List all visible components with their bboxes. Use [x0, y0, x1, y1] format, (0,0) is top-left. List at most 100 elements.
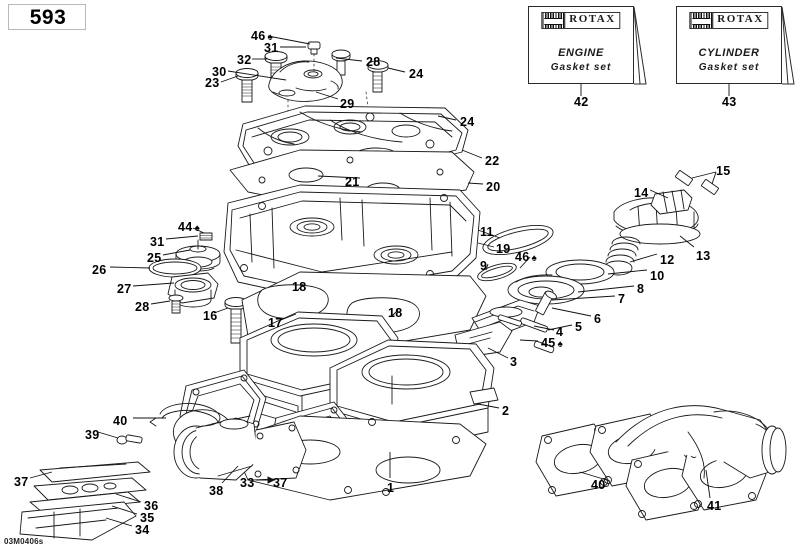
callout-37: 37 [273, 477, 288, 490]
callout-label: 7 [618, 292, 626, 306]
callout-label: 25 [147, 251, 162, 265]
engine-gasket-subtitle: Gasket set [550, 62, 612, 73]
callout-label: 28 [366, 55, 381, 69]
reference-marker-icon: ♠ [194, 223, 201, 234]
callout-5: 5 [575, 321, 582, 334]
callout-1: 1 [387, 482, 394, 495]
callout-label: 41 [707, 499, 722, 513]
callout-14: 14 [634, 187, 649, 200]
callout-24: 24 [409, 68, 424, 81]
callout-4: 4 [556, 326, 563, 339]
callout-label: 22 [485, 154, 500, 168]
callout-7: 7 [618, 293, 625, 306]
callout-16: 16 [203, 310, 218, 323]
callout-22: 22 [485, 155, 500, 168]
callout-18: 18 [292, 281, 307, 294]
callout-46: 46♠ [251, 30, 273, 43]
callout-37: 37 [14, 476, 29, 489]
callout-label: 18 [292, 280, 307, 294]
callout-label: 24 [460, 115, 475, 129]
callout-31: 31 [264, 42, 279, 55]
callout-42: 42 [574, 95, 589, 109]
callout-44: 44♠ [178, 221, 200, 234]
callout-label: 4 [556, 325, 564, 339]
engine-gasket-set-box: ROTAX ENGINE Gasket set [528, 6, 634, 84]
callout-29: 29 [340, 98, 355, 111]
callout-24: 24 [460, 116, 475, 129]
callout-39: 39 [85, 429, 100, 442]
reference-marker-icon: ♠ [557, 339, 564, 350]
callout-label: 5 [575, 320, 583, 334]
callout-8: 8 [637, 283, 644, 296]
callout-label: 27 [117, 282, 132, 296]
callout-17: 17 [268, 317, 283, 330]
callout-label: 45 [541, 336, 556, 350]
callout-6: 6 [594, 313, 601, 326]
callout-label: 35 [140, 511, 155, 525]
callout-26: 26 [92, 264, 107, 277]
callout-label: 46 [251, 29, 266, 43]
callout-23: 23 [205, 77, 220, 90]
callout-label: 37 [273, 476, 288, 490]
callout-label: 18 [388, 306, 403, 320]
callout-33: 33 [240, 477, 255, 490]
callout-18: 18 [388, 307, 403, 320]
diagram-title-box: 593 [8, 4, 86, 30]
rotax-logo-strip-2: ROTAX [689, 12, 769, 29]
callout-28: 28 [135, 301, 150, 314]
callout-10: 10 [650, 270, 665, 283]
rotax-brand-label-2: ROTAX [717, 13, 764, 25]
callout-label: 15 [716, 164, 731, 178]
callout-label: 3 [510, 355, 518, 369]
callout-31: 31 [150, 236, 165, 249]
callout-34: 34 [135, 524, 150, 537]
callout-label: 14 [634, 186, 649, 200]
drawing-reference-code: 03M0406s [4, 537, 44, 546]
callout-label: 10 [650, 269, 665, 283]
callout-21: 21 [345, 176, 360, 189]
callout-35: 35 [140, 512, 155, 525]
rotax-logo-icon-2 [690, 13, 714, 28]
callout-label: 16 [203, 309, 218, 323]
callout-11: 11 [480, 226, 494, 239]
callout-label: 34 [135, 523, 150, 537]
callout-label: 9 [480, 259, 488, 273]
callout-label: 39 [85, 428, 100, 442]
callout-label: 20 [486, 180, 501, 194]
callout-label: 33 [240, 476, 255, 490]
callout-36: 36 [144, 500, 159, 513]
callout-label: 23 [205, 76, 220, 90]
callout-9: 9 [480, 260, 487, 273]
callout-30: 30 [212, 66, 227, 79]
callout-40: 40 [591, 479, 606, 492]
callout-label: 36 [144, 499, 159, 513]
callout-label: 46 [515, 250, 530, 264]
callout-label: 26 [92, 263, 107, 277]
callout-label: 11 [480, 225, 494, 239]
callout-label: 24 [409, 67, 424, 81]
callout-25: 25 [147, 252, 162, 265]
callout-label: 32 [237, 53, 252, 67]
rotax-logo-strip: ROTAX [541, 12, 621, 29]
callout-label: 40 [113, 414, 128, 428]
callout-38: 38 [209, 485, 224, 498]
callout-label: 21 [345, 175, 360, 189]
callout-40: 40 [113, 415, 128, 428]
callout-label: 31 [264, 41, 279, 55]
callout-label: 8 [637, 282, 645, 296]
callout-label: 2 [502, 404, 510, 418]
callout-label: 29 [340, 97, 355, 111]
callout-19: 19 [496, 243, 511, 256]
callout-label: 31 [150, 235, 165, 249]
callout-43: 43 [722, 95, 737, 109]
cylinder-gasket-subtitle: Gasket set [698, 62, 760, 73]
callout-3: 3 [510, 356, 517, 369]
callout-20: 20 [486, 181, 501, 194]
page-title: 593 [29, 6, 67, 29]
callout-12: 12 [660, 254, 675, 267]
callout-41: 41 [707, 500, 722, 513]
callout-label: 28 [135, 300, 150, 314]
cylinder-gasket-set-box: ROTAX CYLINDER Gasket set [676, 6, 782, 84]
callout-label: 30 [212, 65, 227, 79]
